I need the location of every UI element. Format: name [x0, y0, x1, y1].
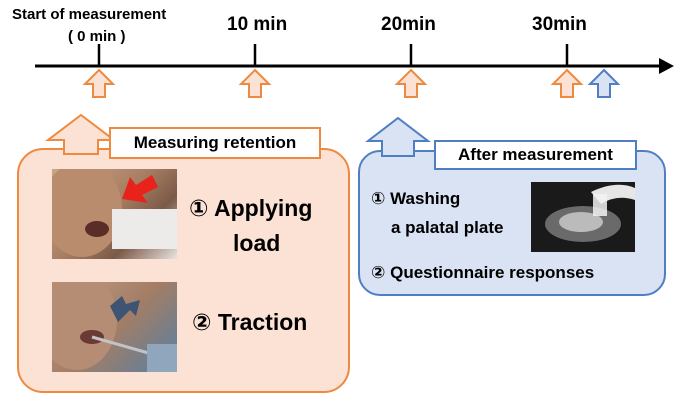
traction-photo: [52, 282, 177, 372]
arrow-right-icon: [659, 58, 674, 74]
up-arrow-icon: [238, 68, 272, 98]
navy-diagonal-arrow-icon: [110, 296, 140, 322]
timeline-label-20min: 20min: [381, 14, 436, 35]
timeline-label-10min: 10 min: [227, 14, 288, 35]
washing-label: ① Washing: [371, 189, 461, 208]
washing-label-line2: a palatal plate: [391, 218, 504, 237]
up-arrow-icon: [365, 116, 431, 157]
start-time-label: ( 0 min ): [68, 28, 126, 45]
applying-load-label-line2: load: [233, 230, 281, 256]
questionnaire-label: ② Questionnaire responses: [371, 263, 595, 282]
up-arrow-icon: [45, 113, 117, 155]
up-arrow-icon: [550, 68, 584, 98]
red-diagonal-arrow-icon: [122, 175, 158, 203]
measuring-retention-tag: Measuring retention: [109, 127, 321, 159]
applying-load-label: ① Applying: [189, 195, 313, 221]
traction-label: ② Traction: [192, 309, 308, 335]
up-arrow-icon: [587, 68, 621, 98]
up-arrow-icon: [394, 68, 428, 98]
after-measurement-panel: [358, 150, 666, 296]
applying-load-photo: [52, 169, 177, 259]
after-measurement-tag: After measurement: [434, 140, 637, 170]
up-arrow-icon: [82, 68, 116, 98]
start-of-measurement-label: Start of measurement: [12, 6, 167, 23]
palatal-plate-photo: [531, 182, 635, 252]
timeline-label-30min: 30min: [532, 14, 587, 35]
